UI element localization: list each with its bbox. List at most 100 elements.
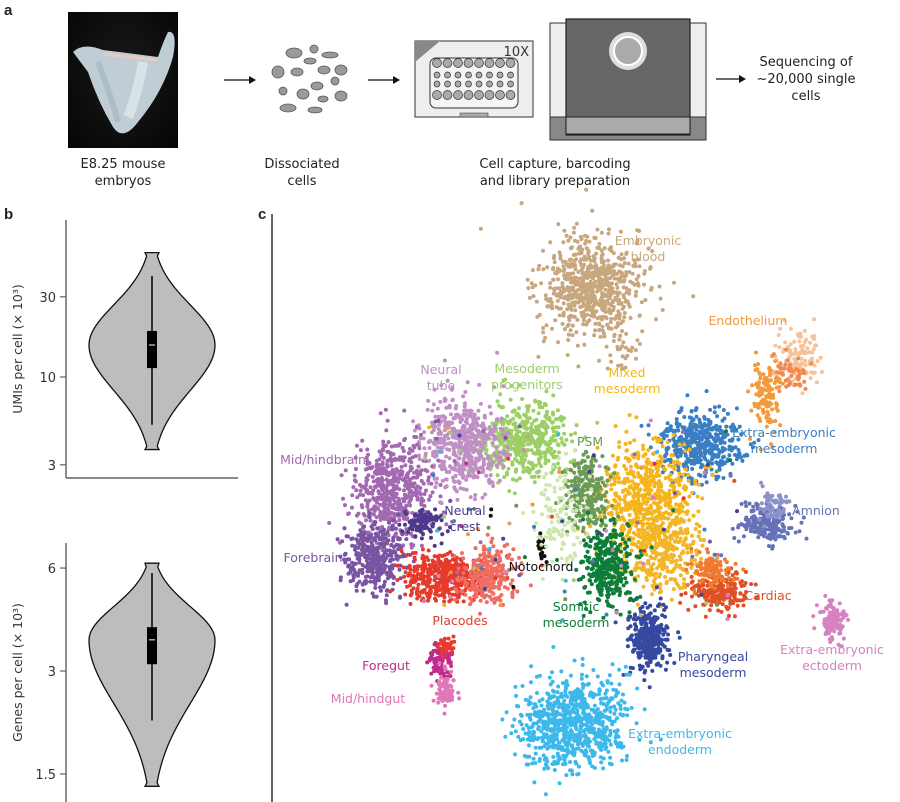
cell-point — [351, 575, 356, 580]
cell-point — [374, 462, 379, 467]
cell-point — [776, 364, 781, 369]
cell-point — [400, 554, 405, 559]
cell-point — [665, 569, 670, 574]
cell-point — [567, 318, 572, 323]
cell-point — [597, 321, 602, 326]
cell-point — [380, 460, 385, 465]
cell-point — [623, 365, 628, 370]
cell-point — [600, 454, 605, 459]
cell-point — [486, 463, 491, 467]
cell-point — [384, 593, 389, 598]
cell-point — [641, 533, 646, 538]
cell-point — [570, 300, 575, 305]
cell-point — [621, 340, 626, 345]
cell-point — [384, 472, 389, 477]
cell-point — [536, 411, 541, 416]
cell-point — [577, 276, 582, 281]
cell-point — [413, 454, 418, 459]
cell-point — [447, 420, 452, 425]
cell-point — [683, 453, 688, 458]
cell-point — [580, 529, 585, 534]
cell-point — [773, 343, 778, 348]
cell-point — [544, 423, 549, 427]
cell-point — [562, 327, 567, 332]
cell-point — [565, 307, 570, 312]
cell-point — [668, 512, 673, 517]
cell-point — [576, 300, 581, 305]
cell-point — [805, 346, 810, 351]
cell-point — [750, 383, 755, 388]
cell-point — [431, 521, 436, 526]
cell-point — [776, 333, 781, 337]
cell-point — [610, 300, 615, 305]
cell-point — [676, 428, 681, 433]
cell-point — [671, 587, 676, 592]
cell-point — [447, 590, 451, 595]
cell-point — [812, 334, 817, 338]
cell-point — [705, 449, 710, 454]
cell-point — [340, 539, 345, 544]
cell-point — [685, 550, 690, 555]
cell-point — [680, 567, 685, 572]
cell-point — [604, 293, 609, 298]
cell-point — [491, 484, 496, 488]
cell-point — [639, 300, 644, 305]
cell-point — [676, 479, 681, 484]
cell-point — [763, 383, 768, 387]
cell-point — [769, 395, 774, 400]
cell-point — [578, 287, 582, 292]
cell-point — [561, 289, 566, 294]
cell-point — [378, 541, 383, 546]
cell-point — [604, 276, 609, 281]
cell-point — [399, 464, 404, 469]
cell-point — [452, 459, 457, 464]
cell-point — [776, 370, 781, 375]
cell-point — [546, 299, 551, 304]
cell-point — [517, 460, 522, 465]
cell-point — [737, 424, 742, 429]
cell-point — [648, 445, 653, 450]
cell-point — [386, 538, 391, 543]
cell-point — [658, 582, 663, 587]
cell-point — [459, 466, 464, 470]
cell-point — [431, 440, 436, 445]
cell-point — [577, 469, 582, 474]
cell-point — [660, 521, 665, 526]
cell-point — [604, 344, 609, 349]
cell-point — [427, 517, 431, 522]
cell-point — [754, 381, 759, 386]
cell-point — [662, 459, 667, 464]
cell-point — [534, 417, 539, 422]
cell-point — [665, 421, 670, 426]
cell-point — [549, 470, 554, 475]
cell-point — [393, 550, 398, 555]
cell-point — [644, 576, 649, 580]
cell-point — [677, 436, 682, 441]
cell-point — [627, 270, 632, 275]
cell-point — [766, 384, 771, 388]
cell-point — [793, 347, 798, 352]
cell-point — [746, 389, 750, 394]
cell-point — [544, 323, 549, 328]
cell-point — [470, 467, 475, 471]
workflow-graphics: 10X — [224, 18, 746, 141]
cell-point — [704, 480, 709, 485]
cell-point — [577, 251, 582, 256]
cell-point — [693, 478, 698, 483]
cell-point — [578, 305, 583, 310]
cell-point — [608, 287, 613, 292]
cell-point — [543, 454, 548, 459]
cell-point — [436, 458, 441, 463]
cell-point — [693, 558, 698, 563]
cell-point — [693, 431, 698, 436]
cell-point — [360, 545, 365, 550]
cell-point — [799, 344, 803, 349]
cell-point — [800, 370, 805, 375]
cell-point — [682, 581, 686, 586]
cell-point — [719, 459, 723, 464]
cell-point — [423, 451, 428, 456]
cell-point — [411, 443, 416, 448]
cell-point — [378, 585, 382, 590]
cell-point — [557, 450, 562, 455]
